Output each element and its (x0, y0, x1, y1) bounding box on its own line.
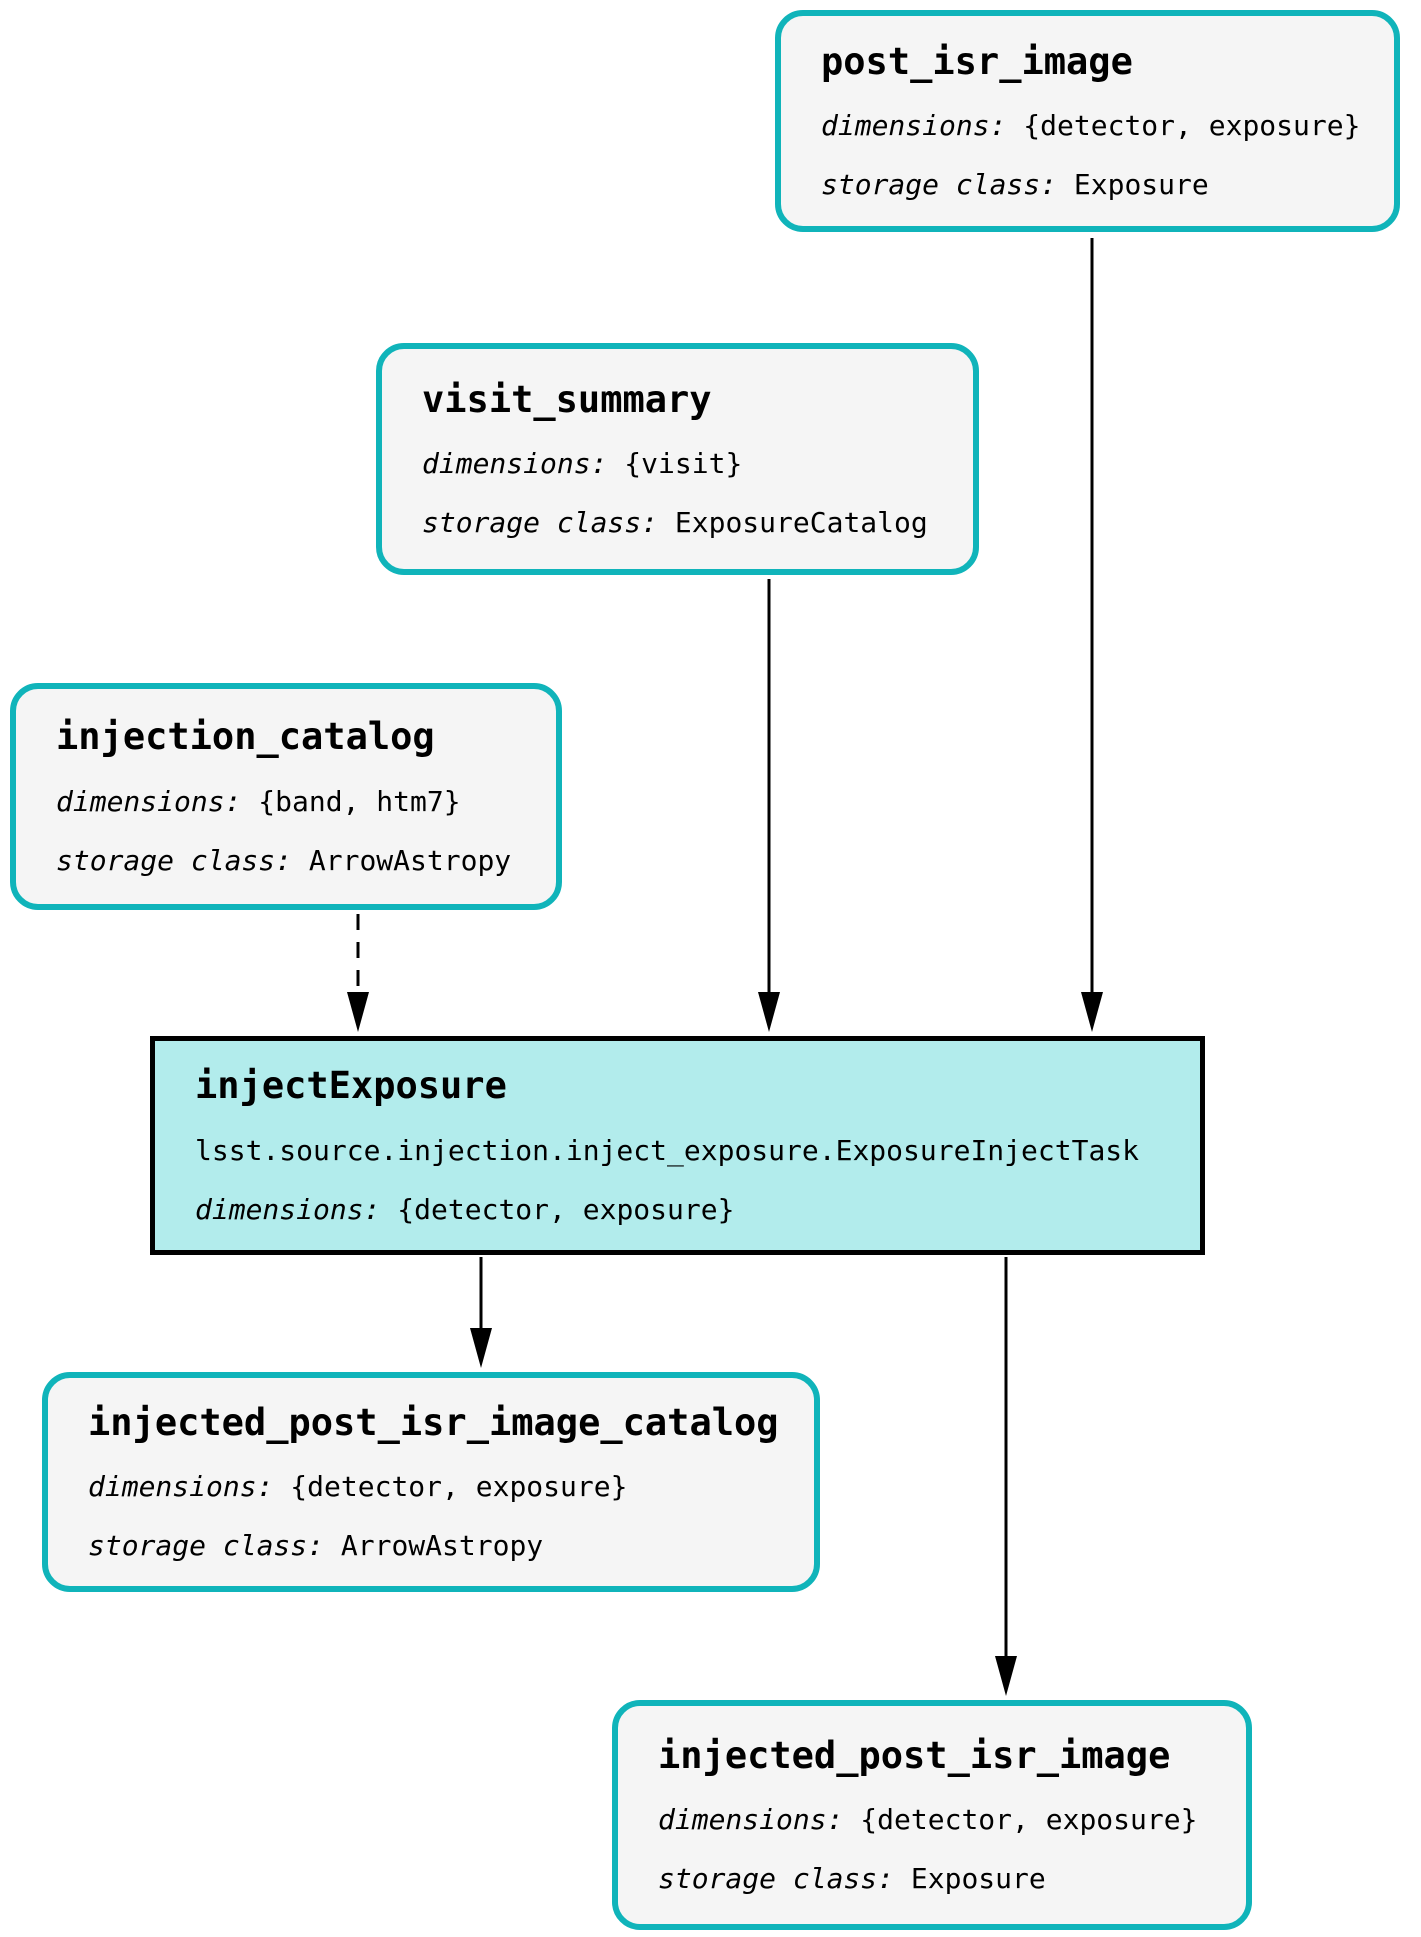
node-title: injection_catalog (56, 715, 435, 759)
arrowhead-icon (347, 992, 369, 1032)
node-title: injected_post_isr_image (658, 1733, 1171, 1777)
node-title: injected_post_isr_image_catalog (88, 1400, 779, 1444)
dimensions-label: dimensions: (195, 1192, 381, 1226)
node-storage-class-row: storage class: Exposure (658, 1863, 1206, 1895)
dimensions-value: {band, htm7} (258, 784, 461, 818)
arrowhead-icon (758, 992, 780, 1032)
storage-class-label: storage class: (422, 506, 659, 540)
storage-class-label: storage class: (658, 1862, 895, 1896)
edge-visit-summary-to-inject-exposure (758, 579, 780, 1032)
node-dimensions-row: dimensions: {detector, exposure} (658, 1803, 1206, 1837)
edge-inject-exposure-to-injected-post-isr-image-catalog (470, 1257, 492, 1368)
node-dimensions-row: dimensions: {visit} (422, 447, 933, 481)
edge-injection-catalog-to-inject-exposure (347, 914, 369, 1032)
node-injection-catalog: injection_catalog dimensions: {band, htm… (10, 683, 562, 910)
node-title: injectExposure (195, 1064, 507, 1108)
dimensions-label: dimensions: (422, 447, 608, 481)
node-dimensions-row: dimensions: {detector, exposure} (88, 1470, 774, 1504)
storage-class-value: ExposureCatalog (674, 506, 928, 540)
storage-class-value: Exposure (1073, 168, 1209, 202)
node-inject-exposure-task: injectExposure lsst.source.injection.inj… (150, 1036, 1205, 1255)
dimensions-label: dimensions: (658, 1803, 844, 1837)
edge-post-isr-image-to-inject-exposure (1081, 238, 1103, 1032)
dimensions-value: {visit} (624, 447, 743, 481)
node-injected-post-isr-image: injected_post_isr_image dimensions: {det… (612, 1700, 1252, 1930)
node-storage-class-row: storage class: Exposure (821, 169, 1354, 201)
storage-class-value: ArrowAstropy (308, 843, 512, 877)
node-injected-post-isr-image-catalog: injected_post_isr_image_catalog dimensio… (42, 1372, 820, 1592)
node-title: visit_summary (422, 377, 712, 421)
dimensions-value: {detector, exposure} (290, 1470, 628, 1504)
dimensions-label: dimensions: (88, 1470, 274, 1504)
dimensions-value: {detector, exposure} (860, 1803, 1198, 1837)
node-post-isr-image: post_isr_image dimensions: {detector, ex… (775, 10, 1400, 232)
node-dimensions-row: dimensions: {detector, exposure} (195, 1192, 1160, 1226)
task-class-row: lsst.source.injection.inject_exposure.Ex… (195, 1133, 1160, 1167)
node-visit-summary: visit_summary dimensions: {visit} storag… (376, 343, 979, 575)
edge-inject-exposure-to-injected-post-isr-image (995, 1257, 1017, 1696)
storage-class-label: storage class: (56, 843, 293, 877)
task-class-value: lsst.source.injection.inject_exposure.Ex… (195, 1133, 1140, 1167)
node-storage-class-row: storage class: ArrowAstropy (88, 1530, 774, 1562)
node-dimensions-row: dimensions: {band, htm7} (56, 784, 516, 818)
storage-class-label: storage class: (88, 1529, 325, 1563)
dimensions-label: dimensions: (821, 109, 1007, 143)
storage-class-value: ArrowAstropy (340, 1529, 544, 1563)
dimensions-value: {detector, exposure} (1023, 109, 1361, 143)
dimensions-value: {detector, exposure} (397, 1192, 735, 1226)
storage-class-label: storage class: (821, 168, 1058, 202)
storage-class-value: Exposure (910, 1862, 1046, 1896)
dimensions-label: dimensions: (56, 784, 242, 818)
node-storage-class-row: storage class: ArrowAstropy (56, 843, 516, 877)
node-title: post_isr_image (821, 39, 1133, 83)
node-dimensions-row: dimensions: {detector, exposure} (821, 109, 1360, 143)
arrowhead-icon (995, 1656, 1017, 1696)
arrowhead-icon (1081, 992, 1103, 1032)
node-storage-class-row: storage class: ExposureCatalog (422, 507, 933, 539)
arrowhead-icon (470, 1328, 492, 1368)
